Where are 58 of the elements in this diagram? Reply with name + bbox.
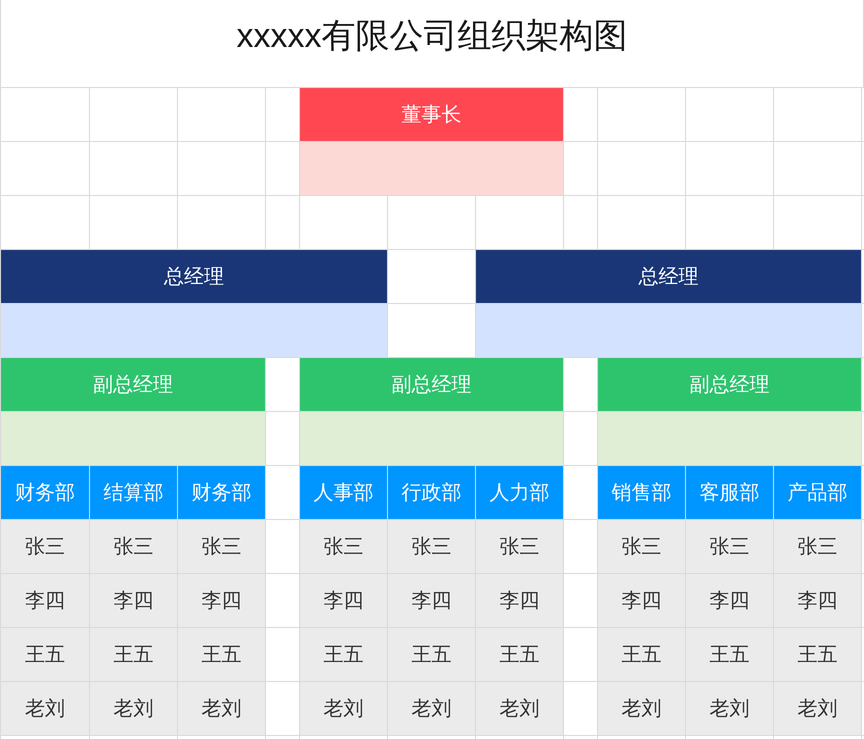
name-cell: 王五: [388, 628, 475, 681]
name-cell: 李四: [598, 574, 685, 627]
name-cell: 李四: [476, 574, 563, 627]
name-cell: 老刘: [388, 682, 475, 735]
name-cell: 王五: [598, 628, 685, 681]
department-header: 财务部: [178, 466, 265, 519]
name-cell: 张三: [178, 520, 265, 573]
role-header: 总经理: [1, 250, 387, 303]
name-cell: 李四: [388, 574, 475, 627]
name-field: [598, 412, 861, 465]
name-cell: 王五: [178, 628, 265, 681]
department-header: 人事部: [300, 466, 387, 519]
name-cell: 张三: [388, 520, 475, 573]
department-header: 结算部: [90, 466, 177, 519]
name-cell: 张三: [300, 520, 387, 573]
name-cell: 张三: [598, 520, 685, 573]
name-cell: 王五: [686, 628, 773, 681]
name-field: [1, 304, 387, 357]
role-header: 副总经理: [1, 358, 265, 411]
role-header: 副总经理: [598, 358, 861, 411]
name-cell: 王五: [1, 628, 89, 681]
name-cell: 李四: [90, 574, 177, 627]
name-cell: 老刘: [686, 682, 773, 735]
name-cell: 老刘: [476, 682, 563, 735]
role-header: 总经理: [476, 250, 861, 303]
role-header: 董事长: [300, 88, 563, 141]
department-header: 销售部: [598, 466, 685, 519]
name-cell: 老刘: [300, 682, 387, 735]
name-cell: 张三: [686, 520, 773, 573]
name-cell: 王五: [300, 628, 387, 681]
department-header: 财务部: [1, 466, 89, 519]
name-field: [476, 304, 861, 357]
role-header: 副总经理: [300, 358, 563, 411]
name-cell: 李四: [774, 574, 861, 627]
department-header: 产品部: [774, 466, 861, 519]
name-field: [300, 412, 563, 465]
name-field: [1, 412, 265, 465]
name-cell: 李四: [178, 574, 265, 627]
name-cell: 老刘: [598, 682, 685, 735]
name-cell: 李四: [300, 574, 387, 627]
name-cell: 老刘: [90, 682, 177, 735]
name-cell: 王五: [774, 628, 861, 681]
title: xxxxx有限公司组织架构图: [236, 16, 628, 57]
name-cell: 老刘: [774, 682, 861, 735]
department-header: 人力部: [476, 466, 563, 519]
name-cell: 李四: [686, 574, 773, 627]
name-cell: 老刘: [178, 682, 265, 735]
name-cell: 老刘: [1, 682, 89, 735]
name-cell: 王五: [476, 628, 563, 681]
name-cell: 王五: [90, 628, 177, 681]
department-header: 行政部: [388, 466, 475, 519]
name-cell: 张三: [774, 520, 861, 573]
name-field: [300, 142, 563, 195]
name-cell: 张三: [476, 520, 563, 573]
name-cell: 李四: [1, 574, 89, 627]
department-header: 客服部: [686, 466, 773, 519]
name-cell: 张三: [90, 520, 177, 573]
name-cell: 张三: [1, 520, 89, 573]
